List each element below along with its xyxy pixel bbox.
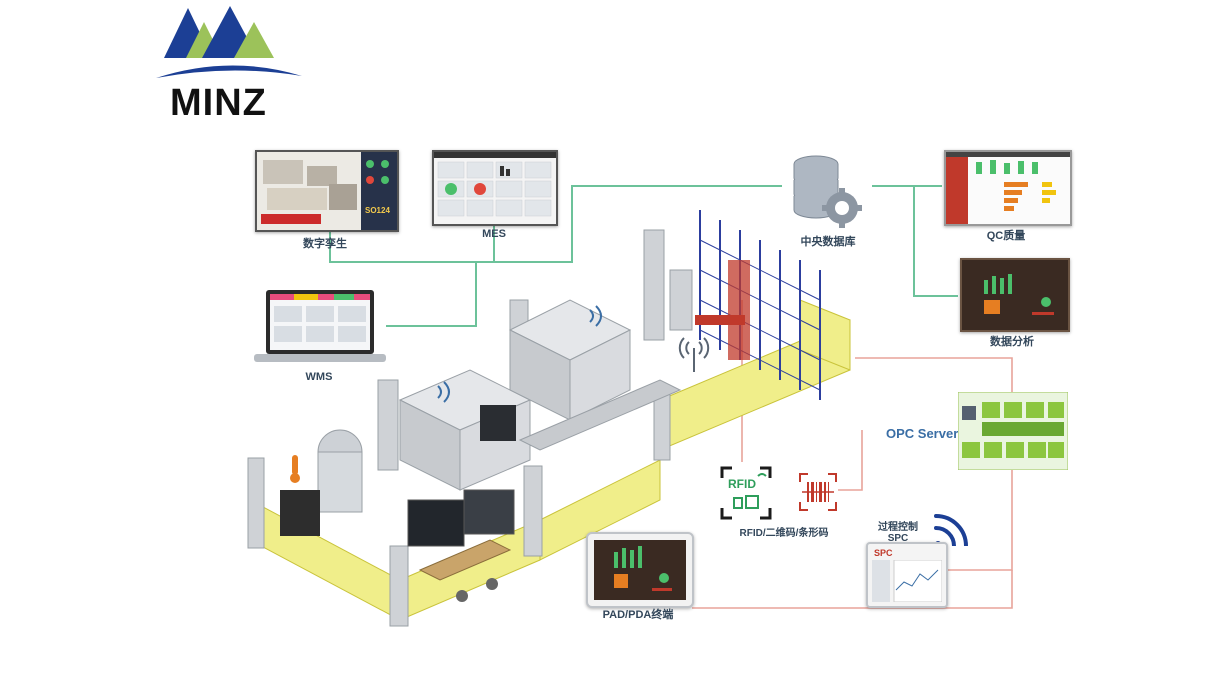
spc-label-line2: SPC [887, 533, 909, 544]
pad-tablet [586, 532, 694, 608]
line-opc-to-factory [855, 357, 1013, 394]
spc-icon-text: SPC [874, 548, 893, 558]
line-pad [692, 570, 1013, 609]
rfid-tag-icon [720, 466, 772, 520]
line-opc-to-barcode [838, 430, 863, 491]
factory-floor-illustration [247, 210, 851, 627]
rfid-label: RFID/二维码/条形码 [739, 528, 829, 539]
pad-label: PAD/PDA终端 [602, 609, 674, 621]
line-twin-mes-db [329, 185, 782, 263]
wms-label: WMS [305, 371, 333, 383]
qc-label: QC质量 [986, 230, 1026, 242]
logo-text: MINZ [170, 82, 267, 124]
spc-label-line1: 过程控制 [878, 522, 918, 533]
factory-model-icon [261, 152, 397, 230]
wifi-signal-icon [934, 514, 968, 546]
mes-label: MES [482, 228, 506, 240]
minz-logo-icon [156, 6, 302, 78]
twin-screen-number: SO124 [365, 206, 390, 215]
pad-dashboard-icon [594, 540, 686, 600]
central-db-label: 中央数据库 [800, 236, 856, 248]
antenna-signal-icon [678, 337, 710, 372]
line-wms [386, 262, 477, 327]
wms-laptop-icon [254, 290, 386, 362]
opc-server-diagram [958, 392, 1068, 470]
opc-server-label: OPC Server [886, 426, 959, 441]
qc-screen [944, 150, 1072, 226]
spc-chart-icon [872, 560, 942, 602]
database-gear-icon [793, 155, 862, 228]
spc-tablet: SPC [866, 542, 948, 608]
mes-screen [432, 150, 558, 226]
analysis-dashboard-icon [984, 274, 1054, 315]
barcode-scan-icon [799, 473, 837, 511]
digital-twin-label: 数字孪生 [303, 238, 347, 250]
qc-dashboard-icon [946, 152, 1070, 224]
data-analysis-screen [960, 258, 1070, 332]
mes-dashboard-icon [434, 152, 556, 217]
line-db-analysis [913, 186, 958, 297]
spc-label: 过程控制 SPC [878, 522, 918, 544]
data-analysis-label: 数据分析 [990, 336, 1034, 348]
digital-twin-screen: SO124 [255, 150, 399, 232]
rfid-icon-text: RFID [728, 477, 756, 491]
